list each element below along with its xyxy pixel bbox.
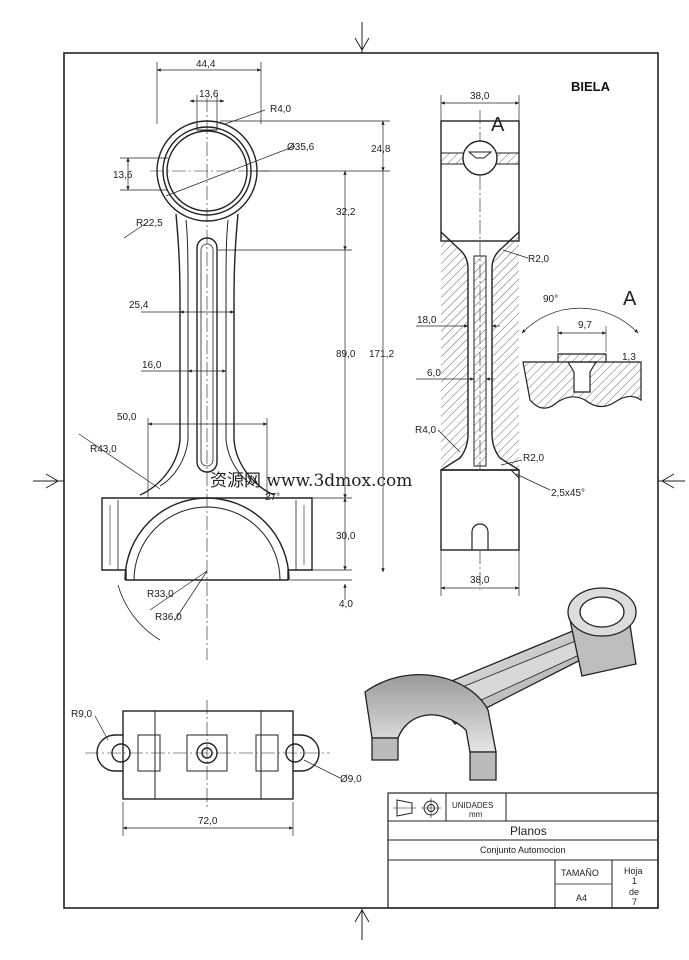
dim-shank-25-4: 25,4 (129, 300, 149, 311)
sheet-frame (33, 22, 685, 940)
sheet-label: Hoja (624, 866, 643, 876)
detail-a-labels: A 90° 9,7 1,3 (543, 288, 637, 363)
projection-symbol-icon (393, 798, 441, 818)
dim-radius-43: R43,0 (90, 444, 117, 455)
side-view-dim-labels: A 38,0 R2,0 18,0 6,0 R4,0 R2,0 2,5x45° 3… (415, 91, 585, 586)
dim-side-r2-top: R2,0 (528, 254, 550, 265)
detail-depth: 1,3 (622, 352, 636, 363)
dim-radius-boss: R22,5 (136, 218, 163, 229)
bottom-view-dim-lines (94, 715, 341, 836)
dim-side-width-bottom: 38,0 (470, 575, 490, 586)
detail-angle: 90° (543, 294, 558, 305)
drawing-subtitle: Conjunto Automocion (480, 845, 566, 855)
sheet-number: 1 (632, 876, 637, 886)
dim-width-50: 50,0 (117, 412, 137, 423)
dim-side-r4: R4,0 (415, 425, 437, 436)
side-view-dim-lines (416, 95, 551, 596)
dim-offset-top: 24,8 (371, 144, 391, 155)
dim-bottom-r9: R9,0 (71, 709, 93, 720)
size-label: TAMAÑO (561, 868, 599, 878)
dim-slot-16: 16,0 (142, 360, 162, 371)
sheet-total: 7 (632, 897, 637, 907)
dim-bottom-dia9: Ø9,0 (340, 774, 362, 785)
dim-width-inner: 13,6 (199, 89, 219, 100)
dim-32-2: 32,2 (336, 207, 356, 218)
drawing-name: Planos (510, 824, 547, 838)
dim-side-width-top: 38,0 (470, 91, 490, 102)
section-label-a-top: A (491, 114, 505, 136)
units-label: UNIDADES (452, 801, 493, 810)
side-view (440, 110, 520, 590)
dim-side-web-6: 6,0 (427, 368, 441, 379)
dim-height-4: 4,0 (339, 599, 353, 610)
detail-a (521, 307, 642, 409)
size-value: A4 (576, 893, 587, 903)
dim-radius-33: R33,0 (147, 589, 174, 600)
dim-width-top: 44,4 (196, 59, 216, 70)
dim-total-171-2: 171,2 (369, 349, 394, 360)
dim-left-13-6: 13,6 (113, 170, 133, 181)
units-value: mm (469, 810, 483, 819)
dim-height-30: 30,0 (336, 531, 356, 542)
bottom-view-dim-labels: R9,0 Ø9,0 72,0 (71, 709, 362, 827)
isometric-view (364, 587, 637, 781)
title-block (387, 792, 659, 909)
dim-radius-36: R36,0 (155, 612, 182, 623)
title-block-text: UNIDADES mm Planos Conjunto Automocion T… (452, 801, 643, 907)
detail-width: 9,7 (578, 320, 592, 331)
dim-bore-diameter: Ø35,6 (287, 142, 315, 153)
watermark: 资源网 www.3dmox.com (210, 471, 412, 491)
front-view-dim-labels: 44,4 13,6 R4,0 Ø35,6 24,8 13,6 R22,5 32,… (90, 59, 394, 623)
dim-fillet-top: R4,0 (270, 104, 292, 115)
front-view (101, 98, 313, 660)
sheet-of: de (629, 887, 639, 897)
dim-length-89: 89,0 (336, 349, 356, 360)
dim-side-web-18: 18,0 (417, 315, 437, 326)
bottom-view (85, 700, 330, 808)
section-label-a-detail: A (623, 288, 637, 310)
dim-side-r2-bottom: R2,0 (523, 453, 545, 464)
dim-side-chamfer: 2,5x45° (551, 488, 585, 499)
drawing-title: BIELA (571, 79, 611, 94)
dim-bottom-width-72: 72,0 (198, 816, 218, 827)
front-view-dim-lines (78, 62, 390, 621)
dim-angle-27: 27° (265, 492, 280, 503)
